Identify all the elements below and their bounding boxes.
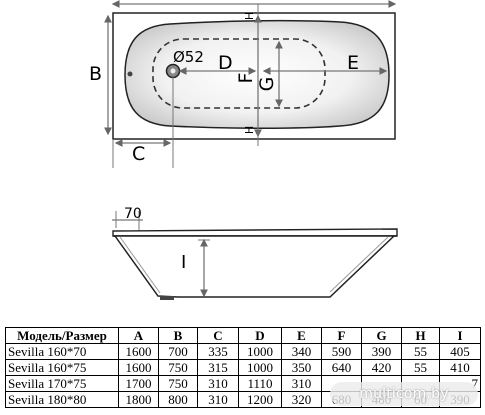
table-cell: 55 xyxy=(401,359,440,376)
table-cell: 1800 xyxy=(118,391,159,408)
table-cell: 340 xyxy=(281,343,322,360)
table-cell: Sevilla 180*80 xyxy=(5,391,119,408)
table-cell: 310 xyxy=(197,375,239,392)
rim-dimension-label: 70 xyxy=(124,206,142,222)
table-cell: 1700 xyxy=(118,375,159,392)
dimension-d-label: D xyxy=(218,52,233,74)
table-header-row: Модель/Размер A B C D E F G H I xyxy=(5,327,481,344)
dimension-c-label: C xyxy=(132,143,145,165)
header-a: A xyxy=(118,327,159,344)
side-rim xyxy=(112,228,398,237)
outlet-diameter-label: Ø52 xyxy=(173,48,204,66)
header-model: Модель/Размер xyxy=(5,327,119,344)
table-cell: 700 xyxy=(158,343,198,360)
overflow-hole xyxy=(127,71,133,77)
header-e: E xyxy=(281,327,322,344)
header-c: C xyxy=(197,327,239,344)
table-cell: 640 xyxy=(321,359,362,376)
header-d: D xyxy=(238,327,282,344)
table-cell: Sevilla 160*70 xyxy=(5,343,119,360)
header-f: F xyxy=(321,327,362,344)
table-cell: 1200 xyxy=(238,391,282,408)
table-cell: 1600 xyxy=(118,343,159,360)
table-cell: 1000 xyxy=(238,359,282,376)
table-cell: 590 xyxy=(321,343,362,360)
table-cell: 310 xyxy=(197,391,239,408)
header-b: B xyxy=(158,327,198,344)
table-cell: 350 xyxy=(281,359,322,376)
table-cell: 750 xyxy=(158,375,198,392)
table-cell: 390 xyxy=(361,343,402,360)
table-cell: 310 xyxy=(281,375,322,392)
watermark: multicom.by xyxy=(330,382,478,406)
table-cell: 315 xyxy=(197,359,239,376)
dimension-g-label: G xyxy=(256,77,278,92)
dimension-b-label: B xyxy=(89,63,102,85)
dimension-f-label: F xyxy=(235,73,257,84)
table-cell: 410 xyxy=(439,359,481,376)
table-cell: 420 xyxy=(361,359,402,376)
dimensions-table: Модель/Размер A B C D E F G H I Sevilla … xyxy=(5,327,481,408)
table-cell: 405 xyxy=(439,343,481,360)
table-cell: 1000 xyxy=(238,343,282,360)
header-g: G xyxy=(361,327,402,344)
tub-inner-basin xyxy=(124,19,390,129)
table-cell: Sevilla 160*75 xyxy=(5,359,119,376)
dimension-i-label: I xyxy=(181,252,186,273)
side-body xyxy=(113,235,396,298)
header-h: H xyxy=(401,327,440,344)
side-view: 70 I xyxy=(112,206,398,300)
side-drain xyxy=(160,296,174,300)
table-cell: 750 xyxy=(158,359,198,376)
table-cell: 1600 xyxy=(118,359,159,376)
table-cell: Sevilla 170*75 xyxy=(5,375,119,392)
table-cell: 1110 xyxy=(238,375,282,392)
table-cell: 335 xyxy=(197,343,239,360)
header-i: I xyxy=(439,327,481,344)
top-view: Ø52 D E B C F G H H xyxy=(89,0,397,168)
table-cell: 320 xyxy=(281,391,322,408)
dimension-h-bottom-label: H xyxy=(243,126,256,134)
table-row: Sevilla 160*70 1600 700 335 1000 340 590… xyxy=(5,343,481,360)
dimension-e-label: E xyxy=(347,52,359,74)
table-cell: 800 xyxy=(158,391,198,408)
table-row: Sevilla 160*75 1600 750 315 1000 350 640… xyxy=(5,359,481,376)
dimension-h-top-label: H xyxy=(243,12,256,20)
table-cell: 55 xyxy=(401,343,440,360)
bathtub-technical-drawing: Ø52 D E B C F G H H 70 I xyxy=(89,0,398,300)
